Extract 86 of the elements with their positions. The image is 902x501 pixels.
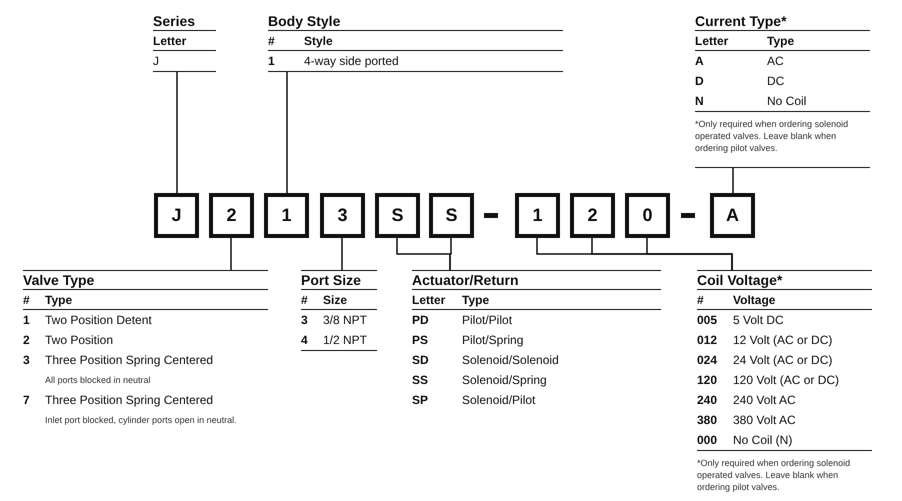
table-cell: 2	[23, 333, 30, 347]
leader-line	[646, 238, 733, 270]
table-cell: 005	[697, 313, 718, 327]
table-cell: 380 Volt AC	[733, 413, 796, 427]
table-cell: AC	[767, 54, 784, 68]
column-header: Letter	[412, 292, 446, 306]
leader-line	[230, 238, 232, 270]
column-header: Letter	[153, 34, 186, 48]
table-cell: N	[695, 94, 704, 108]
column-header: #	[301, 292, 308, 306]
code-box: 3	[320, 193, 365, 238]
table-cell: No Coil	[767, 94, 806, 108]
table-cell: 4-way side ported	[304, 54, 399, 68]
table-cell: 1/2 NPT	[323, 333, 368, 347]
table-cell: Three Position Spring Centered	[45, 353, 214, 367]
table-heading: Coil Voltage*	[697, 272, 782, 288]
table-cell: 120 Volt (AC or DC)	[733, 373, 840, 387]
table-cell: Two Position	[45, 333, 114, 347]
table-cell: 24 Volt (AC or DC)	[733, 353, 832, 367]
table-heading: Valve Type	[23, 272, 94, 288]
table-cell: Solenoid/Pilot	[462, 393, 536, 407]
table-heading: Current Type*	[695, 13, 787, 29]
table-cell: 240 Volt AC	[733, 393, 796, 407]
table-cell: Solenoid/Spring	[462, 373, 547, 387]
leader-line	[286, 72, 288, 193]
table-cell: 1	[23, 313, 30, 327]
code-box: S	[375, 193, 420, 238]
table-cell: 380	[697, 413, 718, 427]
table-cell: No Coil (N)	[733, 433, 792, 447]
table-cell: Two Position Detent	[45, 313, 152, 327]
table-cell: 5 Volt DC	[733, 313, 784, 327]
table-cell: A	[695, 54, 704, 68]
table-cell: PD	[412, 313, 429, 327]
table-cell: 3/8 NPT	[323, 313, 368, 327]
leader-line	[176, 72, 178, 193]
table-cell: Pilot/Pilot	[462, 313, 512, 327]
table-cell: Pilot/Spring	[462, 333, 524, 347]
table-cell: 000	[697, 433, 718, 447]
table-cell: D	[695, 74, 704, 88]
table-cell: PS	[412, 333, 428, 347]
column-header: Style	[304, 34, 333, 48]
leader-line	[449, 238, 452, 270]
table-cell: 024	[697, 353, 718, 367]
code-box: J	[154, 193, 199, 238]
table-cell: 3	[23, 353, 30, 367]
table-heading: Series	[153, 13, 196, 29]
table-cell: 7	[23, 393, 30, 407]
table-cell: DC	[767, 74, 784, 88]
table-cell: Three Position Spring Centered	[45, 393, 214, 407]
table-cell: Solenoid/Solenoid	[462, 353, 559, 367]
table-cell: 12 Volt (AC or DC)	[733, 333, 832, 347]
leader-line	[732, 168, 734, 193]
column-header: Type	[767, 34, 794, 48]
table-cell: 012	[697, 333, 718, 347]
code-box: 1	[264, 193, 309, 238]
column-header: Size	[323, 292, 348, 306]
code-box: A	[710, 193, 755, 238]
code-box: 2	[209, 193, 254, 238]
column-header: #	[268, 34, 275, 48]
table-cell: 1	[268, 54, 275, 68]
column-header: Type	[462, 292, 490, 306]
leader-line	[341, 238, 343, 270]
table-cell: 3	[301, 313, 308, 327]
table-cell: 4	[301, 333, 308, 347]
table-cell: 120	[697, 373, 718, 387]
footnote: *Only required when ordering solenoid operated valves. Leave blank when ordering pilot valves.	[697, 457, 852, 493]
table-cell: SP	[412, 393, 428, 407]
table-cell: SD	[412, 353, 429, 367]
table-heading: Actuator/Return	[412, 272, 519, 288]
table-cell: SS	[412, 373, 428, 387]
column-header: Letter	[695, 34, 728, 48]
code-box: S	[429, 193, 474, 238]
code-box: 0	[625, 193, 670, 238]
table-note: Inlet port blocked, cylinder ports open in neutral.	[45, 415, 237, 425]
code-box: 1	[515, 193, 560, 238]
table-cell: 240	[697, 393, 718, 407]
table-heading: Body Style	[268, 13, 340, 29]
table-heading: Port Size	[301, 272, 361, 288]
column-header: Voltage	[733, 292, 776, 306]
code-box: 2	[570, 193, 615, 238]
column-header: #	[697, 292, 704, 306]
column-header: Type	[45, 292, 72, 306]
column-header: #	[23, 292, 30, 306]
table-cell: J	[153, 54, 159, 68]
footnote: *Only required when ordering solenoid operated valves. Leave blank when ordering pilot valves.	[695, 118, 850, 154]
table-note: All ports blocked in neutral	[45, 375, 151, 385]
